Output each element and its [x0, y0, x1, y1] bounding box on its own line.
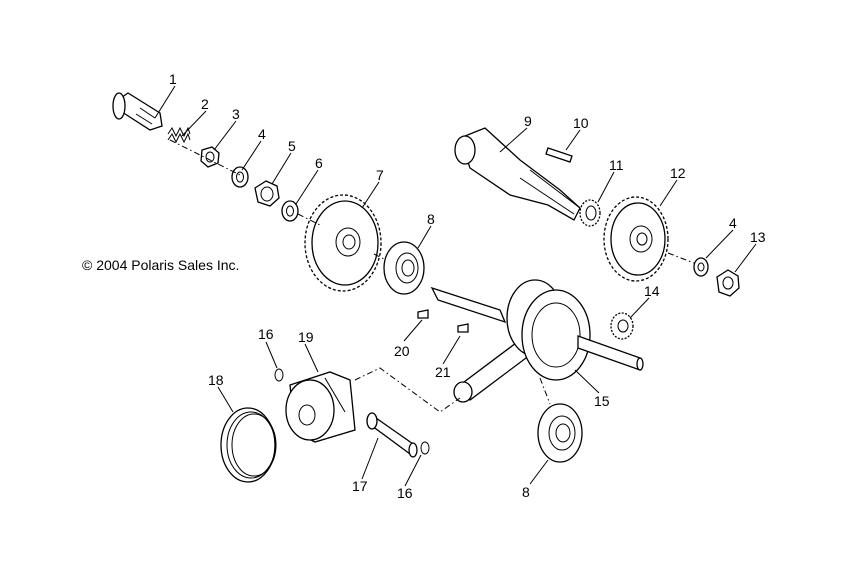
part-19-piston — [285, 371, 356, 443]
part-20-key — [417, 309, 429, 319]
callout-12: 12 — [670, 165, 686, 181]
part-17-piston-pin — [366, 412, 418, 458]
part-11-small-gear — [579, 199, 601, 227]
callout-8: 8 — [427, 211, 435, 227]
part-16-clip-right — [420, 441, 430, 455]
callout-10: 10 — [573, 115, 589, 131]
callout-16-right: 16 — [397, 485, 413, 501]
part-15-crankshaft — [430, 279, 644, 403]
part-3-nut — [200, 146, 220, 168]
callout-6: 6 — [315, 155, 323, 171]
part-8-bearing — [383, 241, 425, 295]
callout-14: 14 — [644, 283, 660, 299]
callout-5: 5 — [288, 138, 296, 154]
part-16-clip — [274, 368, 284, 382]
part-7-gear — [304, 194, 382, 292]
callout-7: 7 — [376, 167, 384, 183]
callout-13: 13 — [750, 229, 766, 245]
copyright-notice: © 2004 Polaris Sales Inc. — [82, 257, 240, 273]
callout-4: 4 — [258, 126, 266, 142]
callout-19: 19 — [298, 329, 314, 345]
callout-15: 15 — [594, 393, 610, 409]
callout-9: 9 — [524, 113, 532, 129]
part-4-washer — [231, 166, 249, 188]
callout-1: 1 — [169, 71, 177, 87]
leader-lines — [154, 85, 757, 487]
part-21-key — [457, 323, 469, 333]
part-4-washer-right — [693, 257, 709, 277]
part-9-shaft — [454, 127, 581, 221]
part-18-piston-rings — [220, 407, 277, 483]
callout-16: 16 — [258, 326, 274, 342]
callout-8-lower: 8 — [522, 484, 530, 500]
assembly-centerlines — [169, 139, 695, 413]
callout-18: 18 — [208, 372, 224, 388]
callout-3: 3 — [232, 106, 240, 122]
callout-17: 17 — [352, 478, 368, 494]
callout-4-right: 4 — [729, 215, 737, 231]
part-14-sprocket — [610, 312, 634, 340]
part-2-spring — [167, 126, 191, 144]
part-6-washer — [281, 200, 299, 222]
part-10-key — [545, 147, 573, 163]
callout-21: 21 — [435, 364, 451, 380]
part-8-bearing-lower — [537, 403, 583, 463]
callout-11: 11 — [609, 157, 624, 173]
part-12-gear — [603, 196, 669, 282]
part-1-pin — [112, 92, 163, 131]
part-13-nut — [716, 269, 740, 297]
part-5-nut — [254, 180, 280, 207]
callout-2: 2 — [201, 96, 209, 112]
callout-20: 20 — [394, 343, 410, 359]
callout-labels: 1 2 3 4 5 6 7 8 9 10 11 12 4 13 14 15 20… — [169, 71, 766, 501]
